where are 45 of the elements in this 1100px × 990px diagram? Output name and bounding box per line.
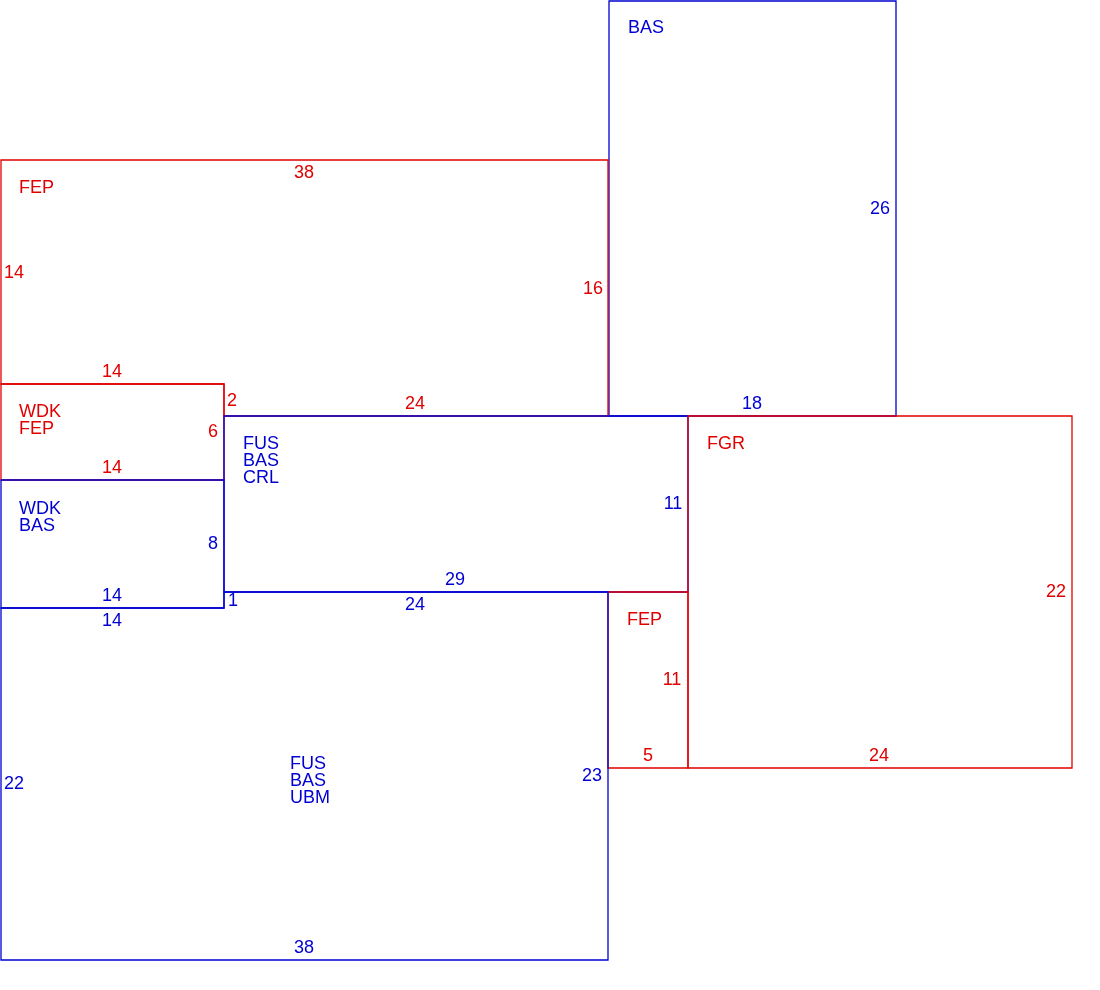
room-area [608,592,688,768]
room-area [1,384,224,480]
dimension-label: 11 [662,670,682,688]
dimension-label: 14 [102,586,122,604]
room-code: CRL [243,469,280,486]
dimension-label: 18 [742,394,762,412]
dimension-label: 11 [663,494,683,512]
room-code: FEP [19,420,55,437]
room-code: BAS [19,517,57,534]
room-code: BAS [290,772,328,789]
room-code: FEP [19,179,54,196]
dimension-label: 14 [102,458,122,476]
dimension-label: 8 [208,534,218,552]
dimension-label: 1 [228,591,238,609]
dimension-label: 22 [4,774,24,792]
room-code: FUS [243,435,280,452]
room-code: WDK [19,403,61,420]
room-code: WDK [19,500,61,517]
room-area [1,480,224,608]
dimension-label: 2 [227,391,237,409]
room-area [609,1,896,416]
dimension-label: 16 [583,279,603,297]
dimension-label: 29 [445,570,465,588]
room-code: BAS [243,452,280,469]
dimension-label: 14 [4,263,24,281]
dimension-label: 22 [1046,582,1066,600]
dimension-label: 5 [643,746,653,764]
room-code: FGR [707,435,745,452]
room-area [1,160,608,416]
room-area [688,416,1072,768]
dimension-label: 24 [869,746,889,764]
room-code: UBM [290,789,330,806]
dimension-label: 23 [582,766,602,784]
dimension-label: 26 [870,199,890,217]
room-code: BAS [628,19,665,36]
dimension-label: 38 [294,938,314,956]
dimension-label: 24 [405,394,425,412]
room-code: FEP [627,611,662,628]
dimension-label: 24 [405,595,425,613]
room-area [224,416,688,592]
dimension-label: 14 [102,362,122,380]
dimension-label: 38 [294,163,314,181]
dimension-label: 6 [208,422,218,440]
room-code: FUS [290,755,327,772]
dimension-label: 14 [102,611,122,629]
